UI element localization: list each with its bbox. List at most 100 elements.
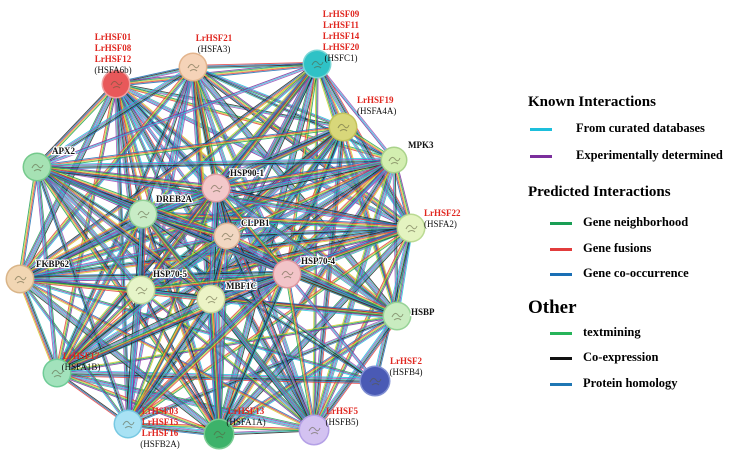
edge-LrHSF03-LrHSF17	[56, 372, 129, 425]
edge-HSBP-CLPB1	[226, 236, 397, 317]
node-circle	[215, 224, 239, 248]
edge-LrHSF19-DREB2A	[142, 125, 343, 213]
node-HSP70-5[interactable]	[126, 275, 156, 305]
node-LrHSF13[interactable]	[203, 418, 235, 450]
node-MBF1C[interactable]	[196, 284, 226, 314]
edge-FKBP62-CLPB1	[20, 236, 228, 280]
protein-structure-icon	[337, 123, 350, 132]
edge-MPK3-APX2	[37, 161, 395, 170]
node-HSBP[interactable]	[382, 301, 412, 331]
edge-LrHSF17-HSP70-5	[57, 290, 142, 374]
protein-structure-icon	[110, 80, 123, 89]
edge-LrHSF22-HSP90-1	[216, 186, 412, 228]
node-MPK3[interactable]	[380, 146, 408, 174]
edge-LrHSF17-HSP70-4	[57, 275, 289, 376]
node-label-red: LrHSF13	[228, 406, 265, 416]
edge-HSBP-HSP90-1	[217, 185, 399, 315]
edge-FKBP62-CLPB1	[19, 233, 227, 278]
node-label-red: LrHSF19	[357, 95, 394, 105]
edge-LrHSF03-MBF1C	[125, 297, 210, 424]
protein-structure-icon	[388, 156, 401, 165]
edge-LrHSF21-APX2	[37, 67, 194, 169]
edge-HSBP-CLPB1	[227, 234, 398, 315]
edge-LrHSF19-DREB2A	[143, 127, 344, 215]
node-HSP90-1[interactable]	[201, 173, 231, 203]
edge-LrHSF09-MPK3	[317, 63, 396, 160]
edge-MPK3-LrHSF13	[219, 160, 395, 435]
legend-panel: Known Interactions From curated database…	[520, 0, 735, 455]
node-label-red: LrHSF17	[63, 351, 100, 361]
node-LrHSF5[interactable]	[298, 414, 330, 446]
edge-MPK3-HSP90-1	[215, 159, 395, 189]
edge-HSP90-1-HSP70-4	[215, 188, 287, 275]
node-CLPB1[interactable]	[213, 222, 241, 250]
edge-MPK3-FKBP62	[20, 162, 395, 283]
edge-LrHSF13-HSP70-4	[219, 274, 289, 435]
edge-LrHSF13-MBF1C	[208, 299, 218, 435]
edge-HSBP-MBF1C	[210, 300, 397, 319]
edge-LrHSF01-LrHSF09	[115, 63, 318, 85]
protein-structure-icon	[369, 377, 382, 386]
edge-HSP90-1-HSP70-5	[138, 186, 215, 289]
edge-HSP90-1-HSP70-5	[142, 189, 219, 292]
node-label-red: LrHSF14	[323, 31, 360, 41]
node-label: (HSFC1)	[324, 53, 357, 63]
edge-LrHSF09-APX2	[37, 64, 318, 169]
edge-LrHSF5-CLPB1	[228, 235, 316, 430]
node-APX2[interactable]	[22, 152, 52, 182]
edge-FKBP62-APX2	[20, 167, 38, 280]
node-circle	[103, 71, 129, 97]
legend-line-cooccurrence	[550, 273, 572, 276]
node-LrHSF19[interactable]	[328, 112, 358, 142]
edge-APX2-MBF1C	[36, 167, 211, 300]
edge-HSBP-HSP90-1	[214, 189, 396, 319]
node-LrHSF2[interactable]	[359, 365, 391, 397]
edge-LrHSF17-FKBP62	[18, 279, 57, 374]
edge-LrHSF2-FKBP62	[19, 279, 375, 383]
node-LrHSF21[interactable]	[178, 52, 208, 82]
edge-LrHSF5-CLPB1	[225, 236, 313, 431]
edge-FKBP62-MBF1C	[19, 280, 211, 302]
edge-LrHSF19-APX2	[36, 124, 343, 166]
edge-HSBP-MBF1C	[211, 295, 398, 314]
protein-structure-icon	[210, 184, 223, 193]
node-label: FKBP62	[36, 259, 69, 269]
node-LrHSF01[interactable]	[101, 69, 131, 99]
edge-HSBP-LrHSF03	[128, 317, 398, 426]
edge-LrHSF22-LrHSF03	[128, 228, 412, 426]
edge-LrHSF22-LrHSF5	[313, 227, 411, 430]
edge-HSP90-1-HSP70-4	[216, 186, 289, 274]
edge-LrHSF21-DREB2A	[141, 66, 193, 214]
node-HSP70-4[interactable]	[272, 259, 302, 289]
edge-DREB2A-HSP70-4	[143, 213, 288, 274]
node-label-red: LrHSF01	[95, 32, 132, 42]
legend-item-neighborhood: Gene neighborhood	[583, 215, 689, 229]
node-FKBP62[interactable]	[5, 264, 35, 294]
node-label-red: LrHSF2	[390, 356, 423, 366]
edge-LrHSF09-APX2	[36, 63, 318, 168]
edge-HSP70-5-HSP70-4	[140, 273, 287, 290]
protein-structure-icon	[213, 430, 226, 439]
edge-LrHSF03-HSP70-5	[125, 289, 140, 424]
node-label-red: LrHSF16	[142, 428, 179, 438]
node-LrHSF17[interactable]	[42, 358, 72, 388]
edge-LrHSF03-HSP70-4	[128, 274, 288, 425]
edge-LrHSF09-FKBP62	[19, 63, 317, 279]
edge-CLPB1-HSP70-5	[142, 237, 229, 293]
protein-structure-icon	[51, 369, 64, 378]
edge-LrHSF03-HSP70-4	[126, 272, 287, 424]
edge-CLPB1-HSP70-5	[139, 234, 227, 289]
node-LrHSF03[interactable]	[113, 409, 143, 439]
node-label: (HSFA4A)	[357, 106, 396, 116]
edge-LrHSF17-APX2	[38, 166, 60, 373]
edge-LrHSF03-APX2	[37, 166, 129, 424]
edge-LrHSF03-MBF1C	[128, 299, 213, 425]
edge-LrHSF13-HSP70-5	[140, 289, 220, 435]
node-LrHSF22[interactable]	[396, 213, 426, 243]
node-label: HSBP	[411, 307, 435, 317]
node-LrHSF09[interactable]	[302, 49, 332, 79]
node-DREB2A[interactable]	[128, 199, 158, 229]
edge-LrHSF03-CLPB1	[126, 235, 226, 424]
edge-LrHSF03-HSP70-4	[125, 271, 286, 423]
node-circle	[361, 367, 389, 395]
